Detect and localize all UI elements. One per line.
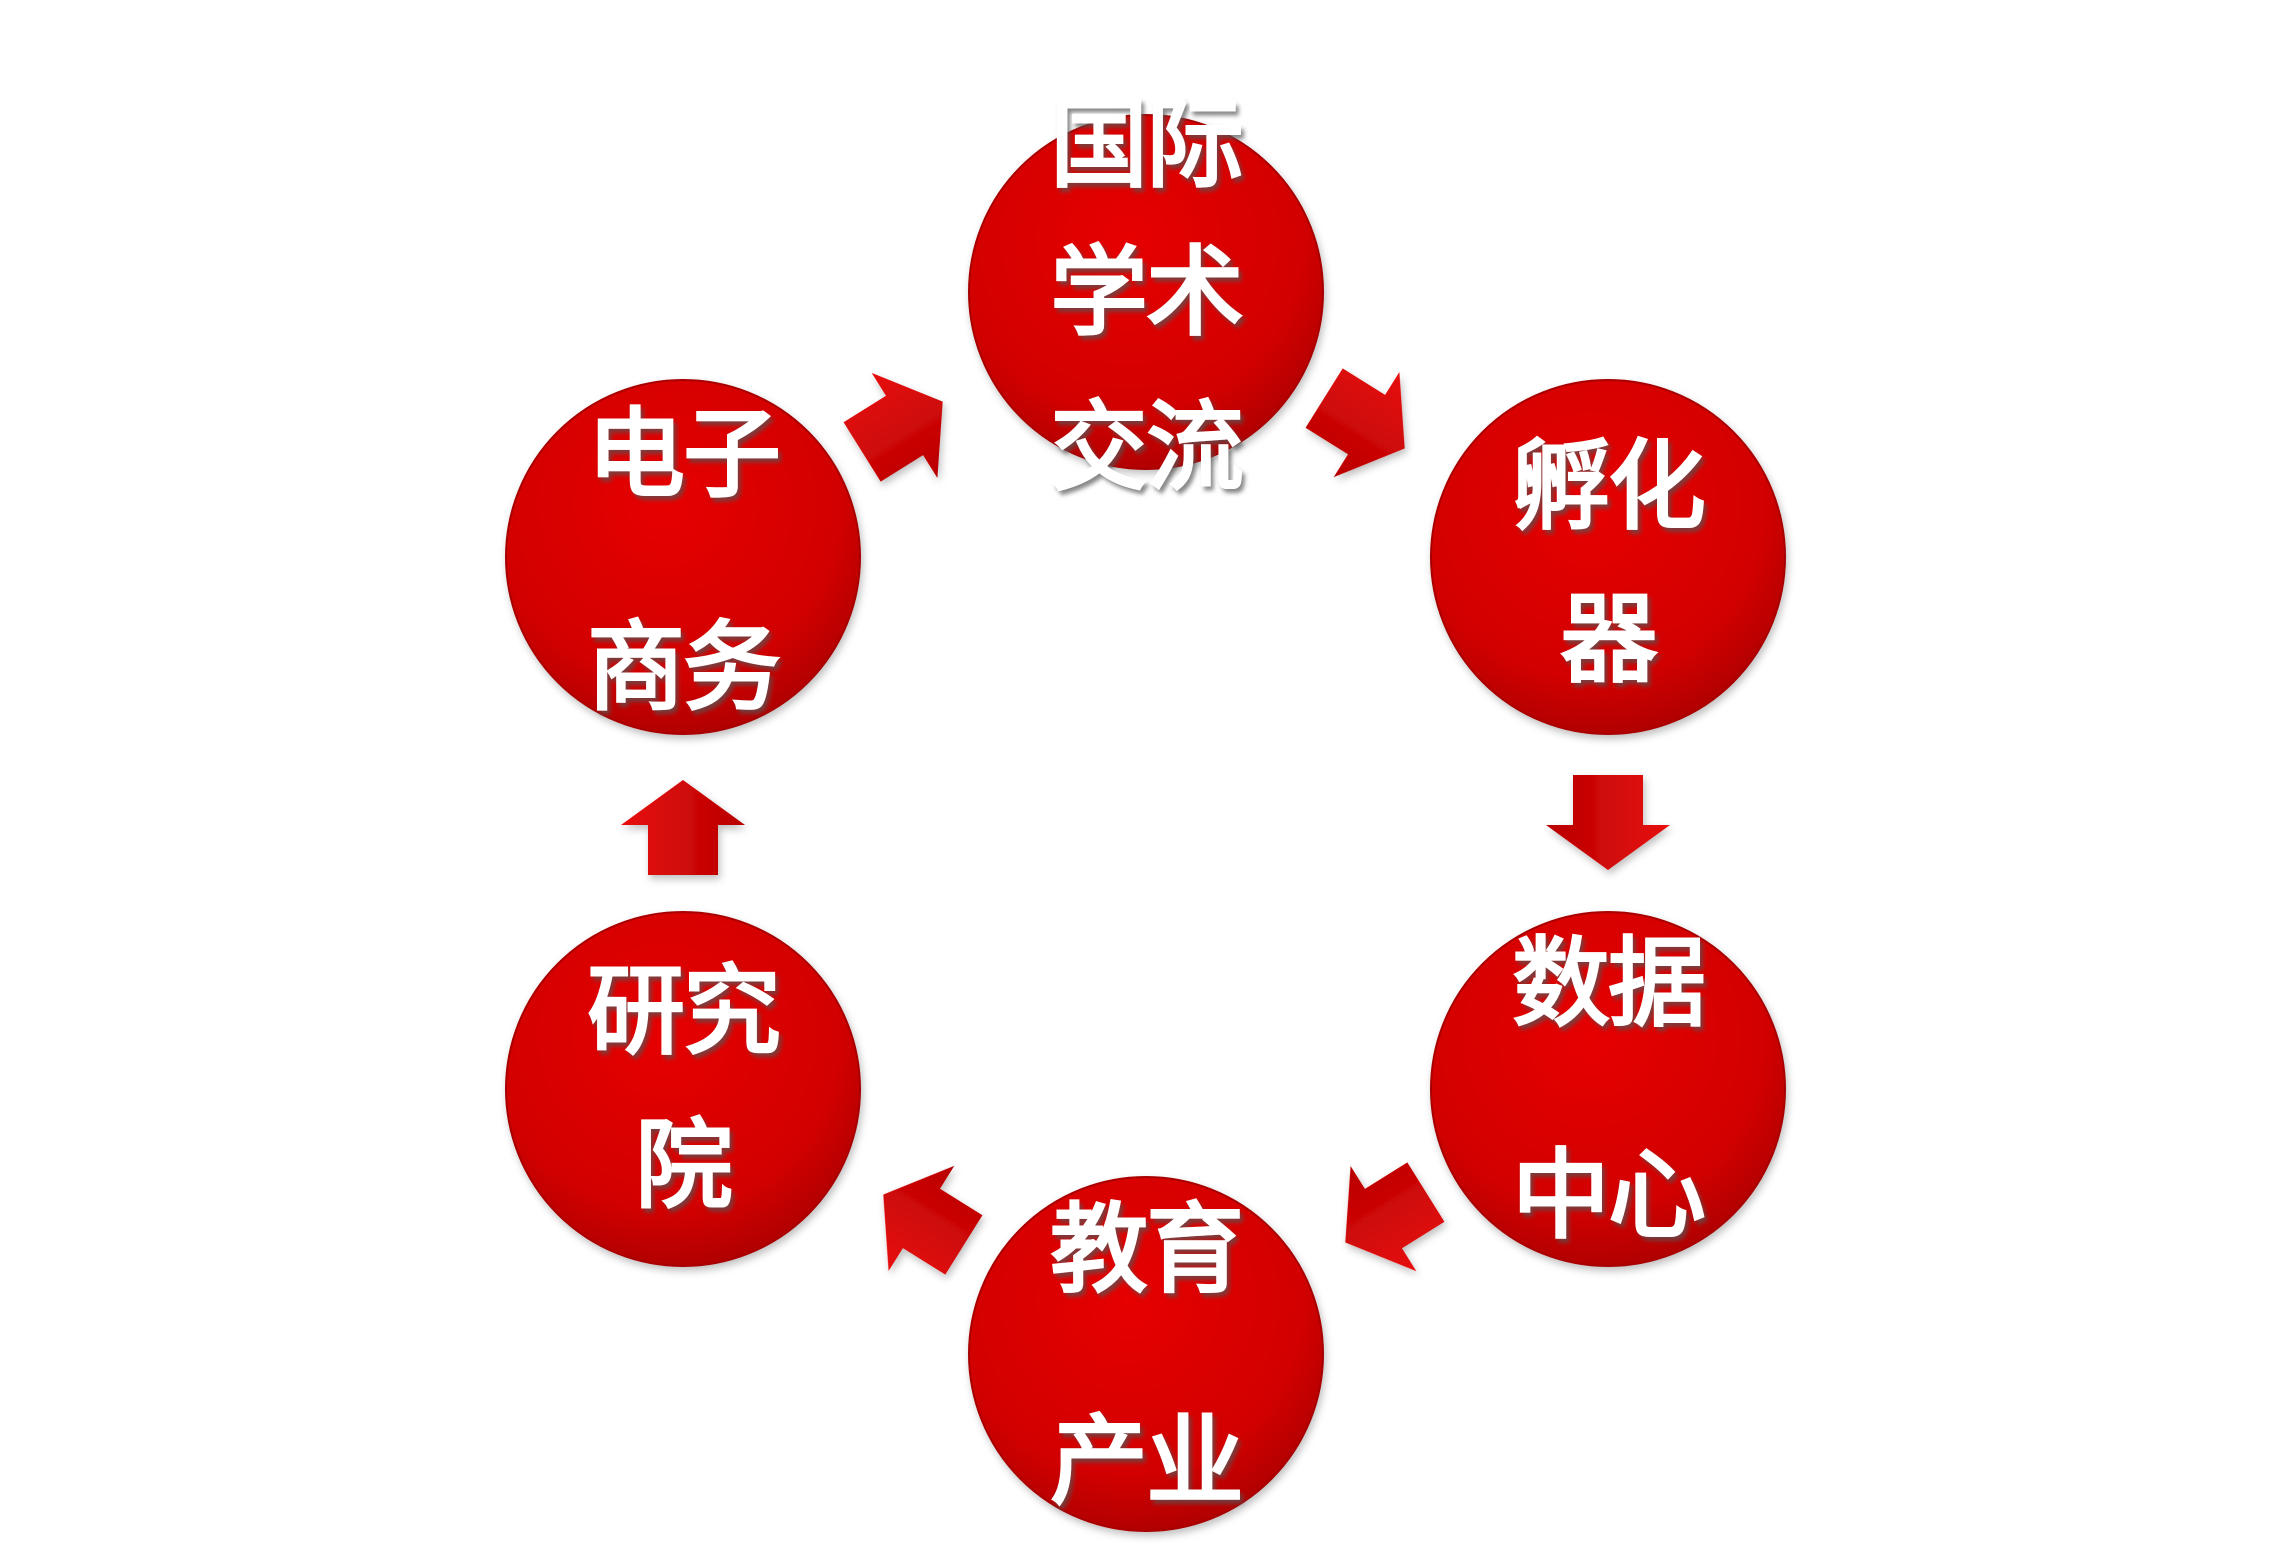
node-label-line: 器 bbox=[1560, 583, 1659, 697]
node-label-line: 研究 bbox=[587, 955, 779, 1069]
node-research-institute: 研究 院 bbox=[505, 911, 861, 1267]
arrow-exchange-to-incubator bbox=[1305, 368, 1405, 478]
arrow-incubator-to-datacenter bbox=[1546, 775, 1670, 870]
node-e-commerce: 电子 商务 bbox=[505, 379, 861, 735]
node-label-line: 孵化 bbox=[1512, 430, 1704, 544]
arrows bbox=[621, 368, 1670, 1275]
node-label-line: 数据 bbox=[1512, 927, 1704, 1041]
node-label-line: 电子 bbox=[587, 398, 779, 512]
node-circle bbox=[1430, 379, 1786, 735]
node-label-line: 教育 bbox=[1050, 1193, 1242, 1307]
node-circle bbox=[1430, 911, 1786, 1267]
node-data-center: 数据 中心 bbox=[1430, 911, 1786, 1267]
node-circle bbox=[505, 379, 861, 735]
arrow-datacenter-to-education bbox=[1345, 1162, 1445, 1272]
node-label-line: 产业 bbox=[1050, 1405, 1242, 1519]
node-label-line: 国际 bbox=[1050, 88, 1242, 202]
node-circle bbox=[968, 1176, 1324, 1532]
node-label-line: 院 bbox=[635, 1109, 732, 1223]
node-circle bbox=[968, 114, 1324, 470]
node-incubator: 孵化 器 bbox=[1430, 379, 1786, 735]
node-label-line: 商务 bbox=[587, 611, 781, 725]
node-label-line: 交流 bbox=[1050, 391, 1243, 505]
arrow-education-to-institute bbox=[883, 1165, 983, 1275]
node-label-line: 中心 bbox=[1512, 1139, 1705, 1253]
node-label-line: 学术 bbox=[1050, 236, 1243, 350]
node-circle bbox=[505, 911, 861, 1267]
node-international-exchange: 国际 学术 交流 bbox=[968, 88, 1324, 505]
node-education-industry: 教育 产业 bbox=[968, 1176, 1324, 1532]
arrow-institute-to-ecommerce bbox=[621, 780, 745, 875]
arrow-ecommerce-to-exchange bbox=[843, 372, 943, 482]
